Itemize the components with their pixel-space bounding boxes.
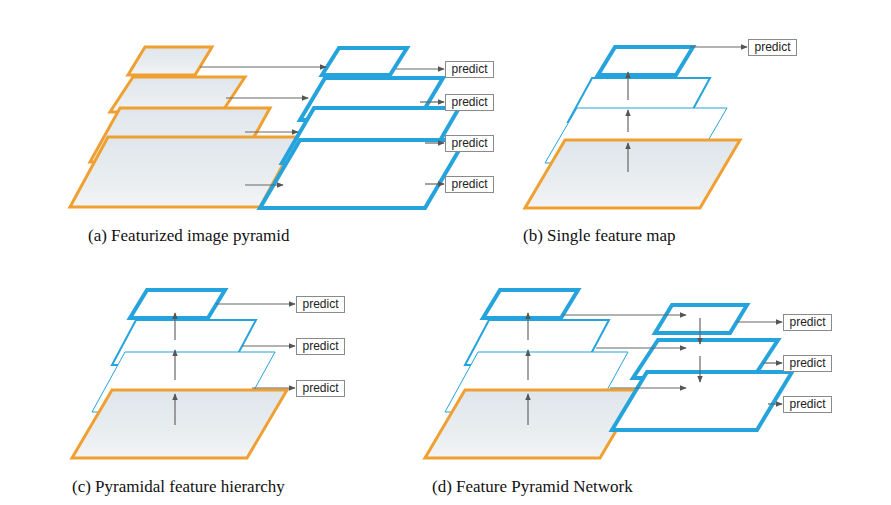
predict-box: predict bbox=[783, 396, 832, 413]
node-text: predict bbox=[789, 397, 825, 411]
arrow bbox=[699, 356, 700, 382]
feature-map bbox=[655, 305, 747, 333]
arrow bbox=[174, 394, 175, 425]
arrow bbox=[737, 321, 782, 322]
feature-map bbox=[598, 47, 693, 75]
arrow bbox=[425, 142, 444, 143]
predict-box: predict bbox=[748, 39, 797, 56]
arrow bbox=[174, 313, 175, 340]
node-text: predict bbox=[302, 381, 338, 395]
arrow bbox=[420, 101, 444, 102]
node-text: predict bbox=[451, 177, 487, 191]
image-level bbox=[70, 137, 298, 207]
arrow bbox=[563, 314, 686, 315]
arrow bbox=[216, 303, 295, 304]
node-text: predict bbox=[302, 297, 338, 311]
arrow bbox=[252, 387, 295, 388]
feature-map bbox=[483, 290, 578, 318]
predict-box: predict bbox=[445, 94, 494, 111]
arrow bbox=[627, 110, 628, 132]
arrow bbox=[699, 318, 700, 344]
input-image bbox=[425, 390, 640, 458]
subfigure-caption: (d) Feature Pyramid Network bbox=[432, 477, 633, 497]
node-text: predict bbox=[451, 136, 487, 150]
node-text: predict bbox=[302, 339, 338, 353]
feature-map bbox=[322, 48, 407, 75]
arrow bbox=[596, 347, 686, 348]
subfigure-caption: (a) Featurized image pyramid bbox=[88, 226, 290, 246]
feature-map bbox=[260, 140, 465, 208]
arrow bbox=[627, 143, 628, 172]
feature-map bbox=[612, 372, 792, 430]
predict-box: predict bbox=[445, 176, 494, 193]
subfigure-caption: (c) Pyramidal feature hierarchy bbox=[72, 477, 285, 497]
node-text: predict bbox=[754, 40, 790, 54]
node-text: predict bbox=[451, 95, 487, 109]
predict-box: predict bbox=[445, 135, 494, 152]
input-image bbox=[72, 390, 287, 458]
arrow bbox=[425, 183, 444, 184]
arrow bbox=[200, 66, 326, 67]
predict-box: predict bbox=[445, 61, 494, 78]
arrow bbox=[768, 403, 782, 404]
arrow bbox=[527, 350, 528, 380]
arrow bbox=[690, 46, 747, 47]
arrow bbox=[174, 350, 175, 380]
arrow bbox=[226, 97, 308, 98]
predict-box: predict bbox=[296, 296, 345, 313]
arrow bbox=[242, 345, 295, 346]
predict-box: predict bbox=[296, 338, 345, 355]
arrow bbox=[610, 387, 686, 388]
input-image bbox=[525, 140, 740, 208]
subfigure-caption: (b) Single feature map bbox=[523, 226, 675, 246]
arrow bbox=[627, 72, 628, 100]
node-text: predict bbox=[789, 315, 825, 329]
feature-map bbox=[130, 290, 225, 318]
image-level bbox=[128, 47, 212, 75]
node-text: predict bbox=[789, 356, 825, 370]
arrow bbox=[245, 184, 283, 185]
arrow bbox=[396, 68, 444, 69]
predict-box: predict bbox=[783, 355, 832, 372]
predict-box: predict bbox=[296, 380, 345, 397]
predict-box: predict bbox=[783, 314, 832, 331]
arrow bbox=[527, 394, 528, 425]
arrow bbox=[527, 313, 528, 340]
arrow bbox=[763, 362, 782, 363]
arrow bbox=[245, 131, 298, 132]
node-text: predict bbox=[451, 62, 487, 76]
